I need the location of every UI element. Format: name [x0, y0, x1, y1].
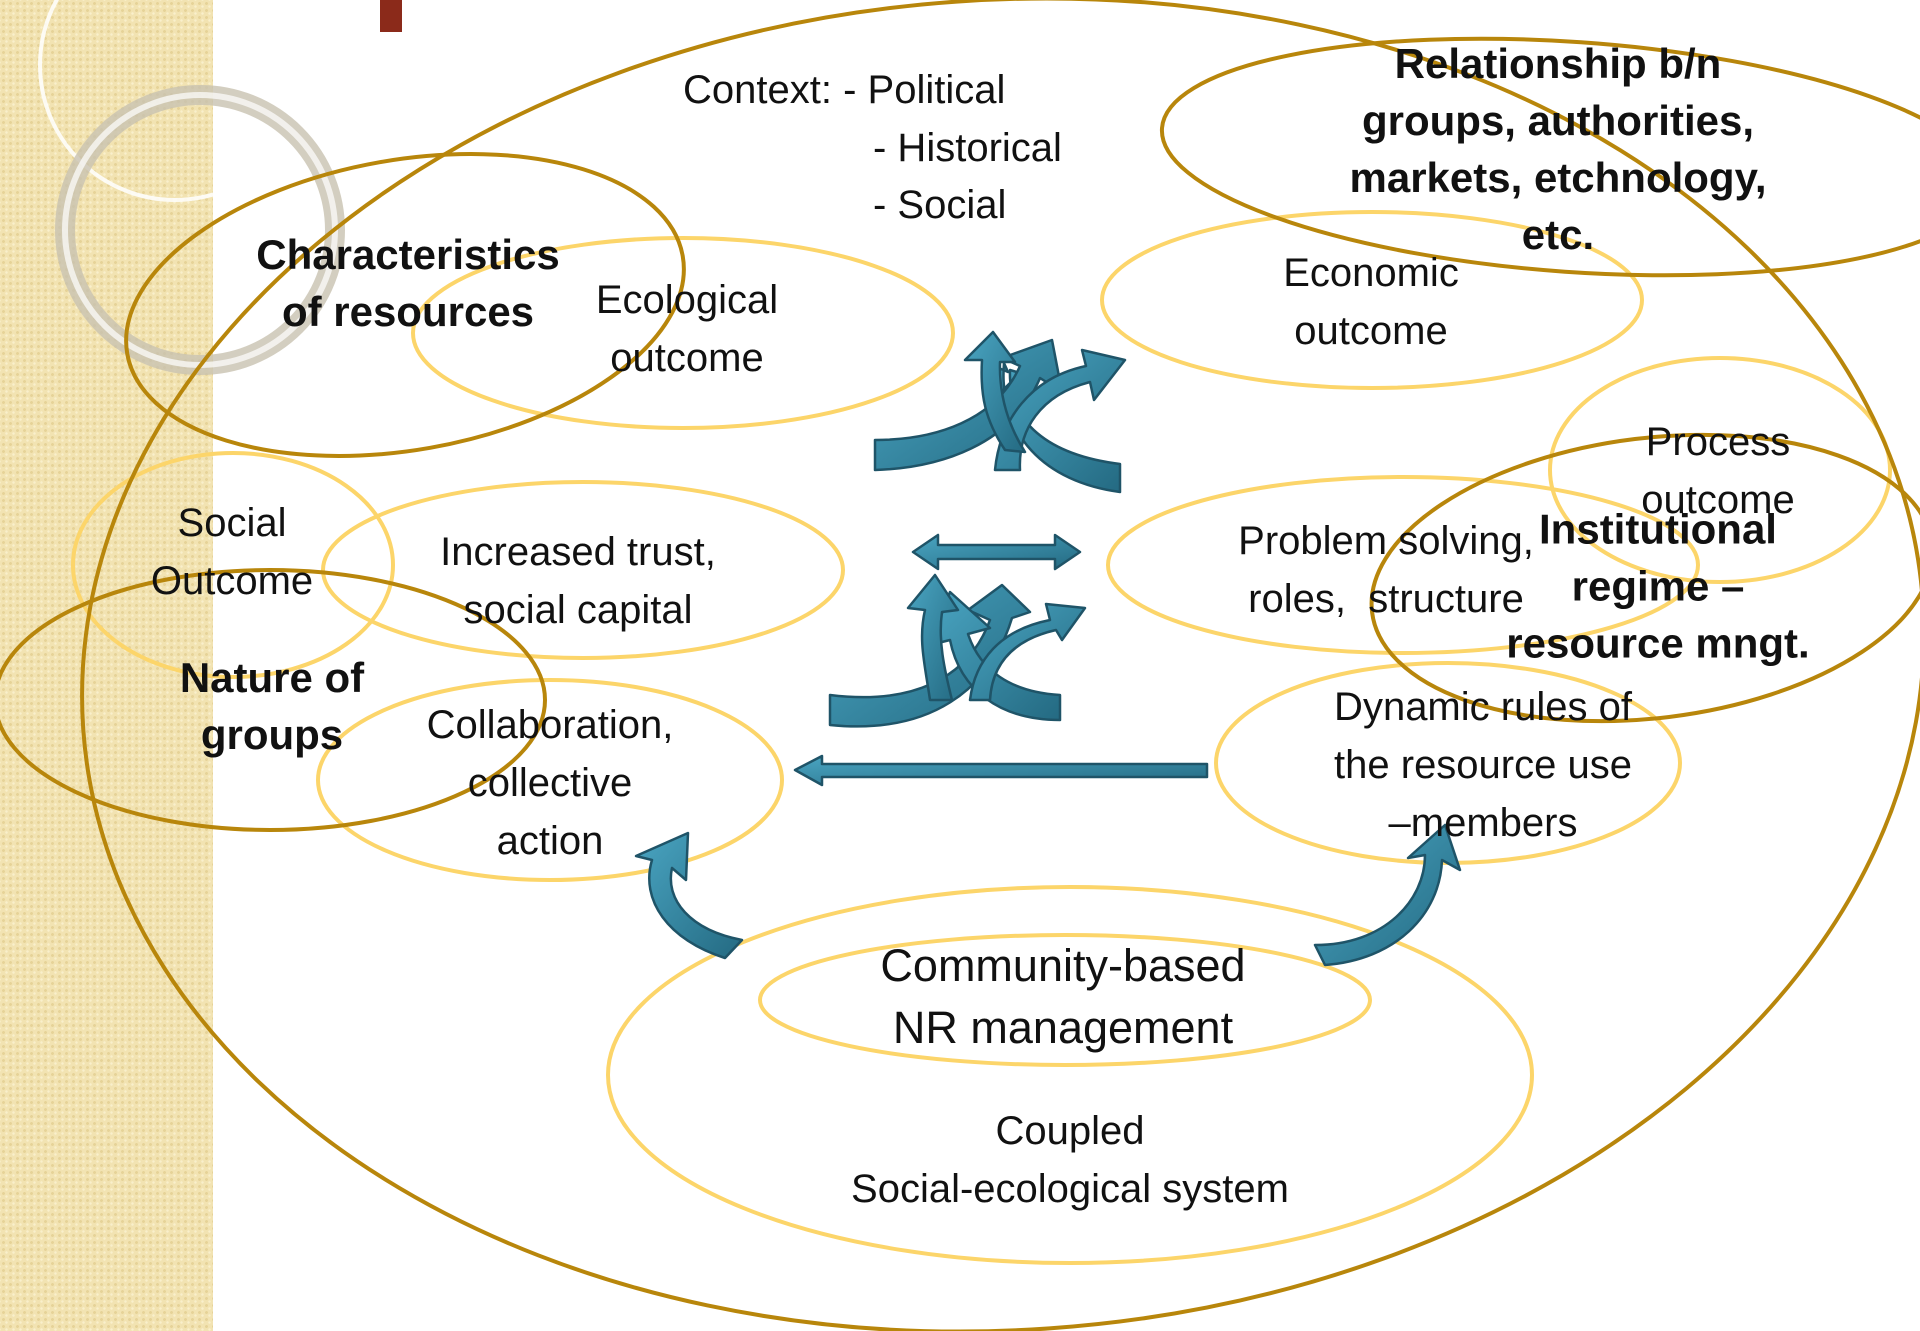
context-label: Context: - Political: [683, 68, 1006, 112]
coupled-system-label: Coupled Social-ecological system: [851, 1109, 1289, 1211]
relationship-ellipse: [1159, 36, 1920, 278]
context-social: - Social: [873, 183, 1007, 227]
problem-solving-label: Problem solving, roles, structure: [1238, 519, 1534, 621]
social-outcome-ellipse: [71, 451, 395, 679]
cbnrm-ellipse: [758, 933, 1372, 1067]
process-outcome-ellipse: [1548, 356, 1892, 584]
increased-trust-label: Increased trust, social capital: [440, 530, 716, 632]
curved-cross-arrows-icon: [873, 330, 1127, 494]
coupled-system-ellipse: [606, 885, 1534, 1265]
context-outer-ellipse: [80, 0, 1920, 1331]
problem-solving-ellipse: [1106, 475, 1700, 655]
left-arrow-icon: [793, 754, 1209, 787]
ecological-outcome-ellipse: [411, 236, 955, 430]
nature-of-groups-ellipse: [0, 568, 547, 832]
process-outcome-label: Process outcome: [1641, 420, 1795, 522]
double-headed-arrow-icon: [911, 533, 1082, 571]
curved-up-arrow-icon: [634, 831, 744, 960]
dynamic-rules-label: Dynamic rules of the resource use –membe…: [1334, 685, 1632, 845]
nature-of-groups-label: Nature of groups: [179, 654, 365, 758]
collaboration-label: Collaboration, collective action: [426, 703, 674, 863]
economic-outcome-label: Economic outcome: [1283, 251, 1459, 353]
cbnrm-label: Community-based NR management: [880, 940, 1246, 1053]
social-outcome-label: Social Outcome: [150, 501, 314, 603]
title-fragment: [380, 0, 402, 32]
curved-up-arrow-icon: [1313, 823, 1462, 967]
context-historical: - Historical: [873, 126, 1062, 170]
economic-outcome-ellipse: [1100, 210, 1644, 390]
institutional-regime-ellipse: [1369, 432, 1920, 724]
characteristics-ellipse: [124, 152, 686, 458]
increased-trust-ellipse: [321, 480, 845, 660]
collaboration-ellipse: [316, 678, 784, 882]
relationship-label: Relationship b/n groups, authorities, ma…: [1349, 40, 1767, 258]
curved-cross-arrows-icon: [828, 573, 1087, 728]
arrows: [634, 330, 1462, 967]
characteristics-label: Characteristics of resources: [256, 231, 560, 335]
ecological-outcome-label: Ecological outcome: [595, 278, 779, 380]
decorative-sidebar: [0, 0, 213, 1331]
institutional-regime-label: Institutional regime – resource mngt.: [1506, 505, 1810, 667]
